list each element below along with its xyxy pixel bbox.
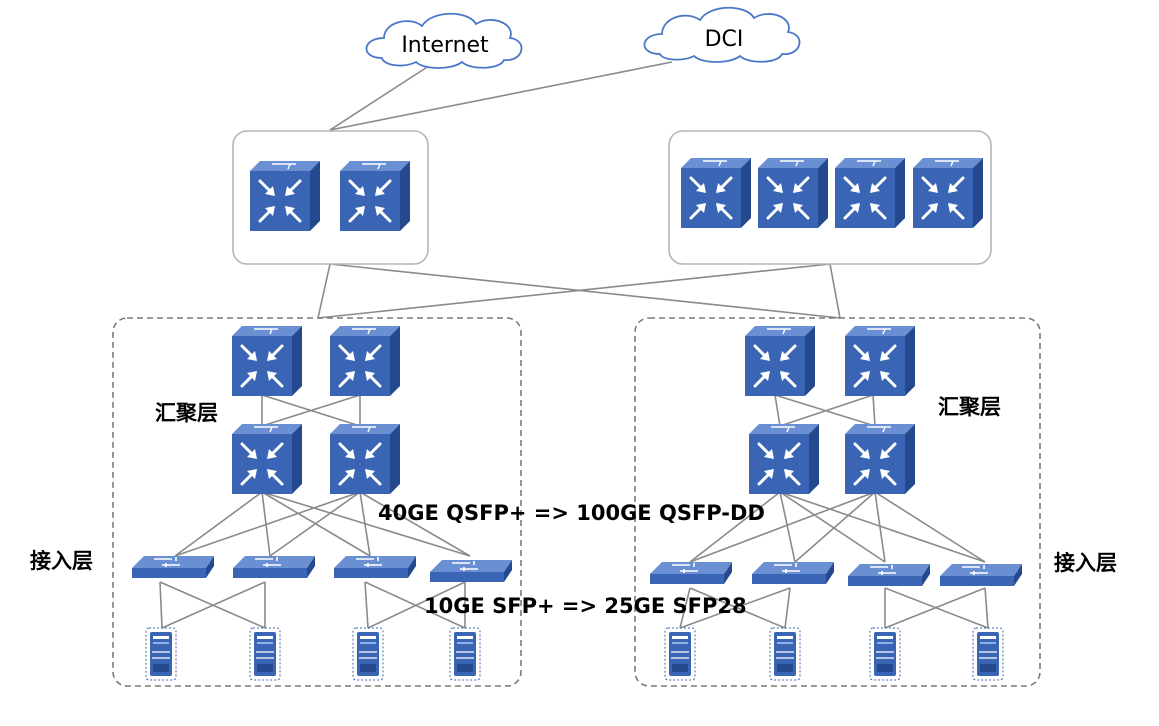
server-icon [769,627,801,681]
core-switch-icon [338,159,412,233]
aggregation-switch-icon [328,324,402,398]
access-switch-icon [939,563,1023,587]
access-switch-icon [131,555,215,579]
access-layer-label-right: 接入层 [1054,551,1117,575]
server-icon [972,627,1004,681]
access-layer-label-left: 接入层 [30,549,93,573]
aggregation-layer-label-right: 汇聚层 [938,395,1001,419]
downlink-upgrade-label: 10GE SFP+ => 25GE SFP28 [424,594,747,618]
aggregation-switch-icon [743,324,817,398]
server-icon [664,627,696,681]
aggregation-switch-icon [843,422,917,496]
core-switch-icon [756,156,830,230]
server-icon [449,627,481,681]
internet-label: Internet [401,33,489,58]
core-switch-icon [248,159,322,233]
core-group-right [668,130,992,265]
server-icon [869,627,901,681]
server-icon [249,627,281,681]
aggregation-switch-icon [230,422,304,496]
access-switch-icon [649,561,733,585]
access-switch-icon [751,561,835,585]
access-switch-icon [429,559,513,583]
connection-lines [159,61,989,629]
core-switch-icon [833,156,907,230]
uplink-upgrade-label: 40GE QSFP+ => 100GE QSFP-DD [378,501,765,525]
server-icon [145,627,177,681]
dci-cloud: DCI [643,6,801,63]
access-switch-icon [232,555,316,579]
aggregation-switch-icon [328,422,402,496]
core-group-left [232,130,429,265]
aggregation-layer-label-left: 汇聚层 [155,401,218,425]
aggregation-switch-icon [843,324,917,398]
pod-left [112,317,522,687]
server-icon [352,627,384,681]
access-switch-icon [333,555,417,579]
aggregation-switch-icon [747,422,821,496]
core-switch-icon [679,156,753,230]
dci-label: DCI [705,27,744,52]
internet-cloud: Internet [365,12,523,69]
access-switch-icon [847,563,931,587]
aggregation-switch-icon [230,324,304,398]
core-switch-icon [911,156,985,230]
